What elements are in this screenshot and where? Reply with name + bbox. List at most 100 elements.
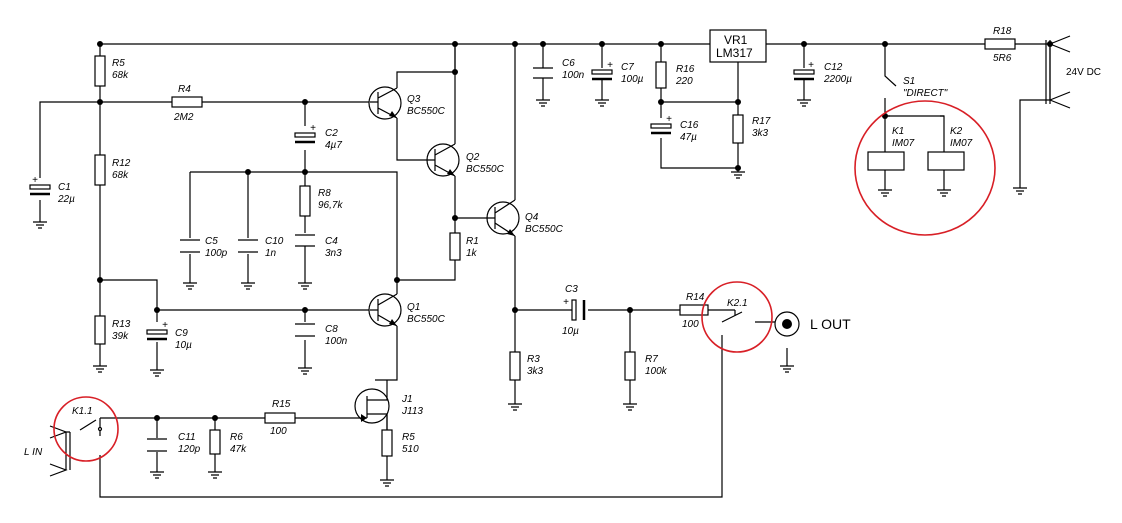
resistors [94, 38, 1016, 457]
value-c9: 10µ [175, 340, 192, 351]
label-c16: C16 [680, 120, 699, 131]
label-r4: R4 [178, 84, 191, 95]
label-r15: R15 [272, 399, 291, 410]
value-r12: 68k [112, 170, 129, 181]
capacitor-c6 [533, 67, 553, 79]
value-c7: 100µ [621, 74, 644, 85]
value-c6: 100n [562, 70, 585, 81]
label-c3: C3 [565, 284, 578, 295]
label-r1: R1 [466, 236, 479, 247]
relay-k1-coil [867, 151, 905, 171]
capacitor-c8 [295, 323, 315, 337]
label-c10: C10 [265, 236, 284, 247]
transistor-q1 [368, 293, 402, 327]
value-q2: BC550C [466, 164, 505, 175]
label-24v-dc: 24V DC [1066, 67, 1101, 78]
resistor-r8 [299, 185, 311, 217]
resistor-r1 [449, 232, 461, 261]
svg-text:+: + [666, 114, 672, 125]
label-r5-top: R5 [112, 58, 125, 69]
resistor-r3 [509, 351, 521, 381]
label-c7: C7 [621, 62, 634, 73]
capacitor-c2 [294, 132, 316, 138]
label-q2: Q2 [466, 152, 480, 163]
value-r14: 100 [682, 319, 699, 330]
value-q1: BC550C [407, 314, 446, 325]
highlight-k2-1 [701, 281, 773, 353]
value-r3: 3k3 [527, 366, 544, 377]
value-c11: 120p [178, 444, 201, 455]
capacitor-c7 [591, 69, 613, 75]
resistor-r5-top [94, 55, 106, 87]
regulator-vr1 [709, 29, 767, 63]
capacitors [29, 67, 815, 452]
resistor-r17 [732, 114, 744, 144]
value-k1: IM07 [892, 138, 915, 149]
label-k2-1: K2.1 [727, 298, 748, 309]
value-c12: 2200µ [823, 74, 852, 85]
label-c4: C4 [325, 236, 338, 247]
svg-text:+: + [162, 320, 168, 331]
label-r14: R14 [686, 292, 705, 303]
value-c5: 100p [205, 248, 228, 259]
value-r5-bottom: 510 [402, 444, 419, 455]
resistor-r18 [984, 38, 1016, 50]
capacitor-c5 [180, 239, 200, 253]
value-r18: 5R6 [993, 53, 1012, 64]
label-c2: C2 [325, 128, 338, 139]
label-r3: R3 [527, 354, 540, 365]
resistor-r4 [171, 96, 203, 108]
junctions [97, 41, 1053, 421]
label-c1: C1 [58, 182, 71, 193]
capacitor-c12 [793, 69, 815, 75]
capacitor-c3 [571, 299, 577, 321]
polarity-marks: + + + + + + + [32, 60, 814, 331]
value-r17: 3k3 [752, 128, 769, 139]
svg-text:+: + [32, 175, 38, 186]
value-q3: BC550C [407, 106, 446, 117]
label-q3: Q3 [407, 94, 421, 105]
capacitor-c11 [147, 438, 167, 452]
capacitor-c16 [650, 123, 672, 129]
value-r4: 2M2 [173, 112, 194, 123]
label-r12: R12 [112, 158, 131, 169]
value-q4: BC550C [525, 224, 564, 235]
label-k1: K1 [892, 126, 904, 137]
label-r13: R13 [112, 319, 131, 330]
value-c3: 10µ [562, 326, 579, 337]
label-c9: C9 [175, 328, 188, 339]
resistor-r5-bottom [381, 429, 393, 457]
value-r6: 47k [230, 444, 247, 455]
label-q4: Q4 [525, 212, 539, 223]
value-r8: 96,7k [318, 200, 343, 211]
value-c4: 3n3 [325, 248, 342, 259]
capacitor-c1 [29, 184, 51, 190]
transistor-q3 [368, 86, 402, 120]
value-c8: 100n [325, 336, 348, 347]
label-r5-bottom: R5 [402, 432, 415, 443]
label-r17: R17 [752, 116, 771, 127]
value-k2: IM07 [950, 138, 973, 149]
output-jack [774, 311, 800, 337]
value-r7: 100k [645, 366, 668, 377]
label-c6: C6 [562, 58, 575, 69]
value-vr1: LM317 [716, 46, 753, 60]
value-c1: 22µ [57, 194, 75, 205]
transistor-q2 [426, 143, 460, 177]
label-c12: C12 [824, 62, 843, 73]
value-c10: 1n [265, 248, 277, 259]
label-r18: R18 [993, 26, 1012, 37]
component-labels: R5 68k R4 2M2 R12 68k R13 39k C1 22µ C2 … [24, 26, 1101, 458]
resistor-r13 [94, 315, 106, 345]
label-vr1: VR1 [724, 33, 748, 47]
jfet-j1 [354, 380, 390, 430]
label-q1: Q1 [407, 302, 420, 313]
label-k2: K2 [950, 126, 963, 137]
capacitor-c10 [238, 239, 258, 253]
value-r13: 39k [112, 331, 129, 342]
value-c16: 47µ [680, 132, 697, 143]
label-l-out: L OUT [810, 316, 851, 332]
label-r6: R6 [230, 432, 243, 443]
label-r7: R7 [645, 354, 658, 365]
